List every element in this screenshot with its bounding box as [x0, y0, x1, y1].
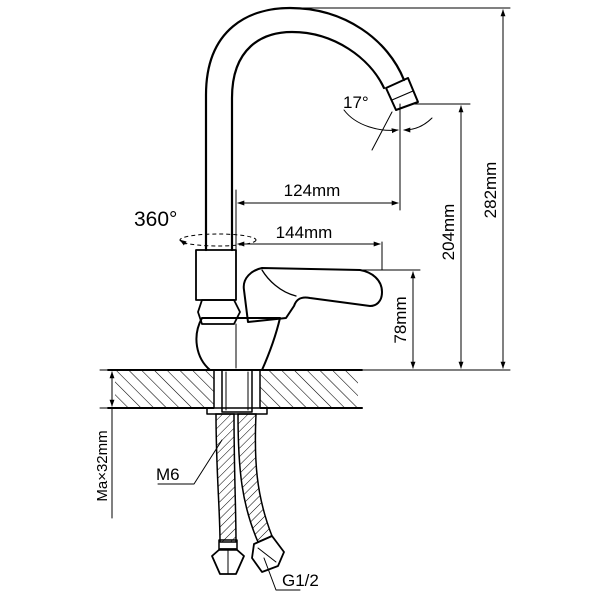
label-counter-thickness: Ma×32mm	[94, 430, 111, 501]
labels: 282mm 204mm 78mm 124mm 144mm 360° 17° Ma…	[94, 93, 500, 590]
dimension-lines	[99, 7, 511, 591]
m6-leader	[157, 439, 223, 485]
countertop	[107, 369, 363, 415]
supply-hoses	[211, 413, 285, 575]
label-reach-handle: 144mm	[276, 223, 333, 242]
label-reach-spout: 124mm	[284, 181, 341, 200]
label-spout-height: 204mm	[439, 204, 458, 261]
label-rotation: 360°	[134, 208, 177, 231]
label-hose-thread: G1/2	[282, 571, 319, 590]
label-total-height: 282mm	[481, 162, 500, 219]
label-stud-thread: M6	[156, 465, 180, 484]
label-handle-height: 78mm	[391, 296, 410, 343]
g12-leader	[263, 557, 301, 591]
handle-lever	[242, 267, 383, 323]
label-spout-tilt: 17°	[343, 93, 369, 112]
tilt-arc	[343, 109, 399, 134]
